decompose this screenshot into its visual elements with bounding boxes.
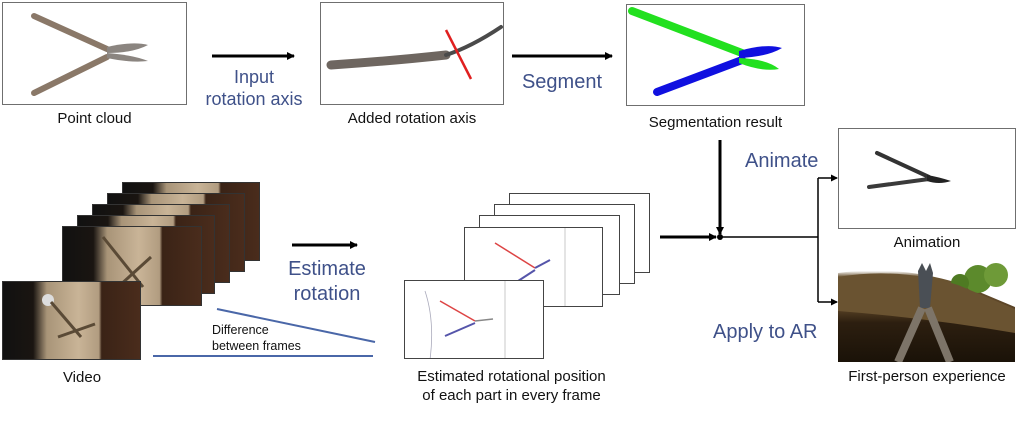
- video-label: Video: [62, 369, 102, 386]
- first-person-ar-panel: [838, 263, 1015, 362]
- segmentation-result-label: Segmentation result: [648, 114, 783, 131]
- estimated-label-line1: Estimated rotational position: [417, 368, 606, 385]
- rotation-axis-line: [444, 29, 473, 80]
- animation-panel: [838, 128, 1016, 229]
- difference-line1: Difference: [212, 323, 269, 337]
- estimate-step-line1: Estimate: [288, 258, 366, 280]
- estimated-frame-main-drawing: [424, 281, 506, 358]
- segmentation-image: [628, 7, 782, 96]
- estimated-frame-main: [404, 280, 544, 359]
- ar-scene-image: [838, 263, 1015, 362]
- video-main-shears: [42, 294, 96, 339]
- video-frame-main: [2, 281, 141, 360]
- input-rotation-axis-step: Input rotation axis: [200, 66, 308, 110]
- junction-dot: [717, 234, 723, 240]
- difference-line2: between frames: [212, 339, 301, 353]
- input-step-line1: Input: [233, 67, 275, 87]
- apply-to-ar-step: Apply to AR: [713, 321, 818, 343]
- estimate-rotation-step: Estimate rotation: [272, 257, 382, 307]
- shears-point-cloud-image: [31, 13, 148, 96]
- point-cloud-panel: [2, 2, 187, 105]
- estimated-rotational-position-label: Estimated rotational position of each pa…: [404, 367, 619, 405]
- animation-label: Animation: [893, 234, 961, 251]
- first-person-experience-label: First-person experience: [848, 368, 1006, 385]
- segmentation-result-panel: [626, 4, 805, 106]
- animate-step: Animate: [745, 150, 819, 172]
- segment-step: Segment: [521, 71, 603, 93]
- input-step-line2: rotation axis: [205, 89, 303, 109]
- estimate-step-line2: rotation: [293, 283, 361, 305]
- point-cloud-label: Point cloud: [57, 110, 132, 127]
- added-rotation-axis-panel: [320, 2, 504, 105]
- estimated-label-line2: of each part in every frame: [422, 387, 601, 404]
- added-rotation-axis-label: Added rotation axis: [347, 110, 477, 127]
- difference-between-frames-label: Difference between frames: [212, 322, 301, 354]
- animated-shears-image: [867, 151, 951, 189]
- rotation-axis-image: [326, 25, 503, 80]
